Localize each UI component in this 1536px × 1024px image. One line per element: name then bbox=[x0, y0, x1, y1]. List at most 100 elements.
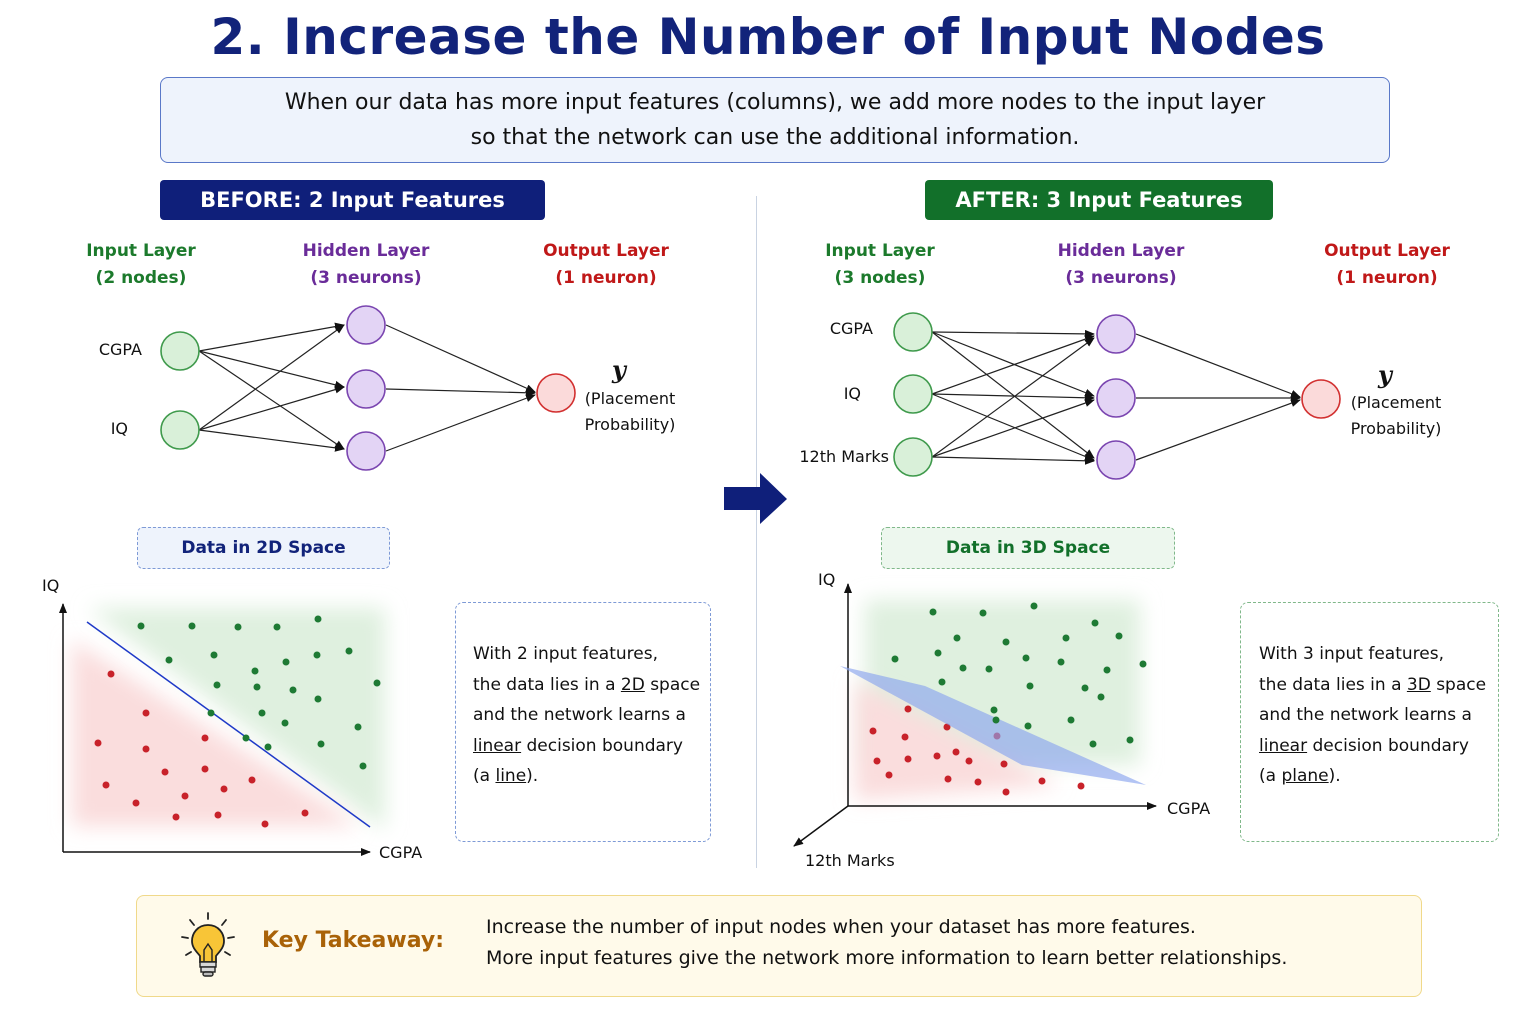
after-hidden-layer-title: Hidden Layer bbox=[1057, 241, 1185, 261]
before-edge bbox=[385, 388, 536, 397]
after-hidden-node bbox=[1096, 314, 1136, 354]
takeaway-text: Increase the number of input nodes when … bbox=[486, 912, 1287, 974]
before-input-layer-sub: (2 nodes) bbox=[95, 268, 187, 288]
before-input-node bbox=[160, 410, 200, 450]
note-3d-line: linear decision boundary bbox=[1259, 735, 1469, 756]
before-edge bbox=[198, 350, 345, 450]
after-hidden-layer-sub: (3 neurons) bbox=[1065, 268, 1177, 288]
after-nodes bbox=[893, 312, 1341, 480]
after-input-node bbox=[893, 374, 933, 414]
before-hidden-layer-sub: (3 neurons) bbox=[310, 268, 422, 288]
after-output-layer-title: Output Layer bbox=[1324, 241, 1450, 261]
before-output-layer-heading: Output Layer (1 neuron) bbox=[531, 238, 681, 292]
lightbulb-icon bbox=[181, 912, 235, 977]
plot-3d-z-label: 12th Marks bbox=[805, 851, 895, 870]
after-edge bbox=[1135, 399, 1301, 461]
intro-line-2: so that the network can use the addition… bbox=[470, 125, 1080, 150]
plot-3d bbox=[793, 583, 1157, 847]
after-edge bbox=[931, 393, 1095, 461]
after-edge bbox=[931, 329, 1095, 338]
note-2d-line: (a line). bbox=[473, 766, 539, 786]
note-3d-line: (a plane). bbox=[1259, 766, 1341, 786]
after-edge bbox=[931, 399, 1095, 458]
plot-3d-y-label: IQ bbox=[818, 570, 836, 589]
before-hidden-layer-title: Hidden Layer bbox=[302, 241, 430, 261]
note-3d-line: and the network learns a bbox=[1259, 705, 1472, 725]
before-edge bbox=[198, 429, 345, 452]
note-2d: With 2 input features, the data lies in … bbox=[455, 602, 711, 842]
before-nodes bbox=[160, 305, 576, 471]
before-input-node bbox=[160, 331, 200, 371]
after-feature-label: CGPA bbox=[829, 319, 873, 338]
note-3d-line: With 3 input features, bbox=[1259, 644, 1444, 664]
after-edge bbox=[931, 337, 1095, 458]
intro-box: When our data has more input features (c… bbox=[160, 77, 1390, 163]
after-output-layer-heading: Output Layer (1 neuron) bbox=[1312, 238, 1462, 292]
before-input-layer-title: Input Layer bbox=[86, 241, 196, 261]
plot-3d-x-label: CGPA bbox=[1167, 799, 1211, 818]
negative-points bbox=[94, 670, 309, 828]
after-input-layer-title: Input Layer bbox=[825, 241, 935, 261]
before-edge bbox=[198, 322, 345, 352]
note-3d: With 3 input features, the data lies in … bbox=[1240, 602, 1499, 842]
after-output-symbol: y bbox=[1378, 360, 1392, 389]
positive-points bbox=[137, 615, 381, 770]
after-feature-label: 12th Marks bbox=[799, 447, 889, 466]
after-edge bbox=[931, 331, 1095, 397]
before-output-symbol: y bbox=[612, 355, 626, 384]
before-edge bbox=[385, 324, 536, 393]
after-input-layer-heading: Input Layer (3 nodes) bbox=[810, 238, 950, 292]
before-feature-label: IQ bbox=[110, 419, 128, 438]
after-edge bbox=[1135, 333, 1301, 398]
before-hidden-node bbox=[346, 431, 386, 471]
after-input-node bbox=[893, 437, 933, 477]
after-edge bbox=[931, 456, 1095, 465]
after-feature-label: IQ bbox=[843, 384, 861, 403]
after-output-layer-sub: (1 neuron) bbox=[1336, 268, 1438, 288]
before-output-node bbox=[536, 373, 576, 413]
panel-divider bbox=[756, 196, 757, 868]
after-edge bbox=[931, 335, 1095, 395]
before-connections bbox=[198, 322, 536, 452]
takeaway-line-2: More input features give the network mor… bbox=[486, 947, 1288, 969]
before-output-layer-title: Output Layer bbox=[543, 241, 669, 261]
before-edge bbox=[198, 324, 345, 431]
space-3d-label: Data in 3D Space bbox=[881, 527, 1175, 569]
note-2d-line: With 2 input features, bbox=[473, 644, 658, 664]
takeaway-line-1: Increase the number of input nodes when … bbox=[486, 916, 1196, 938]
right-arrow-icon bbox=[724, 473, 787, 524]
before-edge bbox=[385, 394, 536, 452]
note-2d-line: the data lies in a 2D space bbox=[473, 674, 701, 695]
positive-points-3d bbox=[891, 602, 1147, 748]
after-edge bbox=[931, 393, 1095, 402]
intro-line-1: When our data has more input features (c… bbox=[284, 90, 1266, 115]
after-input-layer-sub: (3 nodes) bbox=[834, 268, 926, 288]
before-banner: BEFORE: 2 Input Features bbox=[160, 180, 545, 220]
z-axis-3d bbox=[793, 805, 849, 847]
note-3d-line: the data lies in a 3D space bbox=[1259, 674, 1487, 695]
positive-region bbox=[88, 608, 385, 830]
after-edge bbox=[931, 331, 1095, 459]
plot-2d-x-label: CGPA bbox=[379, 843, 423, 862]
negative-region bbox=[72, 640, 360, 826]
decision-boundary-plane bbox=[840, 666, 1146, 785]
after-hidden-layer-heading: Hidden Layer (3 neurons) bbox=[1041, 238, 1201, 292]
after-connections bbox=[931, 329, 1301, 465]
space-2d-label: Data in 2D Space bbox=[137, 527, 390, 569]
plot-2d-y-label: IQ bbox=[42, 576, 60, 595]
after-input-node bbox=[893, 312, 933, 352]
plot-2d bbox=[59, 603, 385, 856]
before-output-desc-1: (Placement bbox=[584, 389, 676, 408]
before-hidden-node bbox=[346, 369, 386, 409]
before-input-layer-heading: Input Layer (2 nodes) bbox=[71, 238, 211, 292]
key-takeaway-box bbox=[136, 895, 1422, 997]
after-banner: AFTER: 3 Input Features bbox=[925, 180, 1273, 220]
after-output-desc-2: Probability) bbox=[1350, 419, 1442, 438]
before-output-desc-2: Probability) bbox=[584, 415, 676, 434]
takeaway-title: Key Takeaway: bbox=[262, 928, 445, 953]
before-output-desc: (Placement Probability) bbox=[575, 386, 685, 438]
after-output-desc: (Placement Probability) bbox=[1341, 390, 1451, 442]
before-feature-label: CGPA bbox=[98, 340, 142, 359]
after-output-node bbox=[1301, 379, 1341, 419]
